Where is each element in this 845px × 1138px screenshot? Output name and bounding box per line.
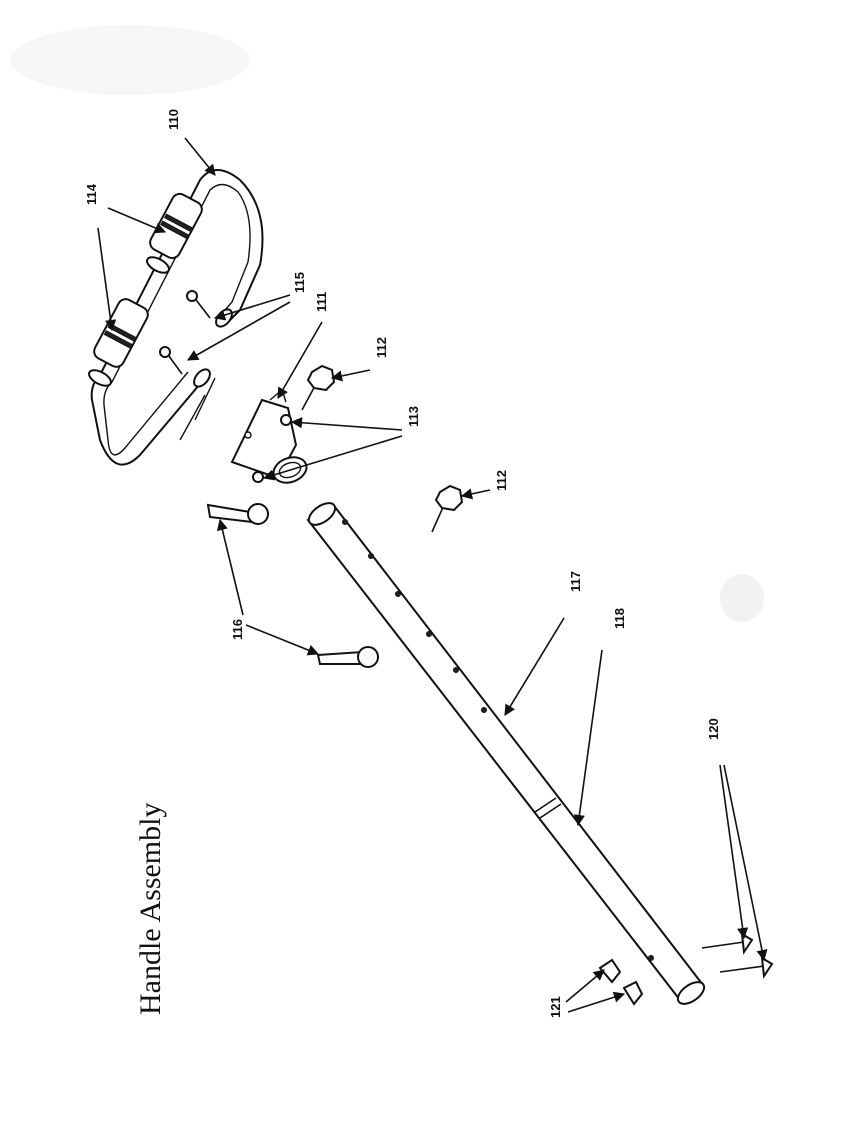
knob-112-upper [302, 366, 334, 410]
callout-121: 121 [548, 996, 563, 1018]
callout-114: 114 [84, 183, 99, 205]
callout-117: 117 [568, 571, 583, 592]
callout-116: 116 [230, 619, 245, 640]
callout-113: 113 [406, 406, 421, 427]
title: Handle Assembly [134, 803, 167, 1015]
scan-smudge [10, 25, 250, 95]
callout-120: 120 [706, 718, 721, 740]
cam-lever-116-lower [318, 647, 378, 667]
wing-nut-121 [600, 960, 642, 1004]
tube-117-118 [305, 499, 708, 1008]
callout-115: 115 [292, 272, 307, 293]
callout-118: 118 [612, 608, 627, 629]
callout-112-upper: 112 [374, 337, 389, 358]
knob-112-lower [432, 486, 462, 532]
bolt-120 [702, 934, 772, 976]
callout-111: 111 [314, 292, 329, 312]
callout-112-lower: 112 [494, 470, 509, 491]
scan-smudge [720, 574, 764, 622]
cam-lever-116-upper [208, 504, 268, 524]
bracket-111 [232, 390, 310, 487]
callout-110: 110 [166, 109, 181, 130]
